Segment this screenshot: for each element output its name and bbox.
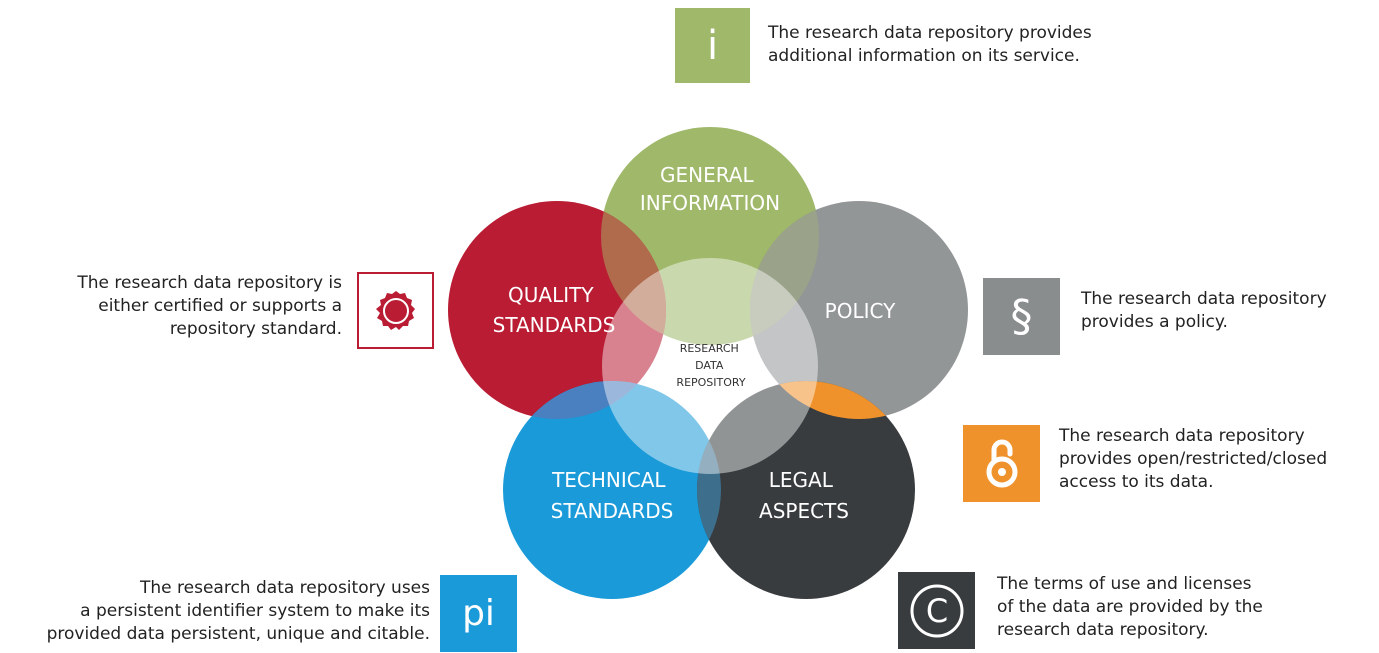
copyright-icon: C	[898, 572, 975, 649]
legal-aspects-description: The terms of use and licenses of the dat…	[997, 574, 1263, 640]
general-information-label: GENERAL INFORMATION	[640, 163, 780, 215]
open-access-description: The research data repository provides op…	[1059, 426, 1328, 492]
open-access-lock-icon	[963, 425, 1040, 502]
center-label: RESEARCH DATA REPOSITORY	[676, 342, 745, 389]
quality-standards-label: QUALITY STANDARDS	[493, 283, 616, 337]
persistent-identifier-icon: pi	[440, 575, 517, 652]
section-sign-icon: §	[983, 278, 1060, 355]
legal-aspects-label: LEGAL ASPECTS	[759, 468, 849, 523]
info-icon: i	[675, 8, 750, 83]
general-information-description: The research data repository provides ad…	[768, 23, 1092, 66]
seal-icon	[357, 272, 434, 349]
technical-standards-description: The research data repository uses a pers…	[46, 578, 430, 644]
center-circle	[602, 258, 818, 474]
svg-text:C: C	[925, 592, 947, 630]
technical-standards-circle	[503, 381, 721, 599]
quality-standards-description: The research data repository is either c…	[77, 273, 342, 339]
policy-description: The research data repository provides a …	[1081, 289, 1327, 332]
legal-aspects-circle	[697, 381, 915, 599]
technical-standards-label: TECHNICAL STANDARDS	[551, 468, 674, 523]
policy-label: POLICY	[825, 299, 896, 323]
